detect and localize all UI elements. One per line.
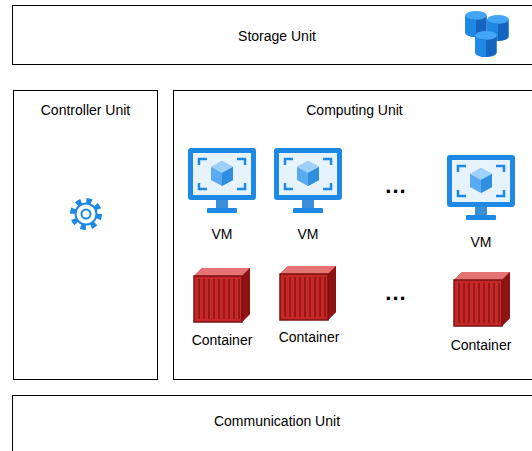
- unit-box: Communication Unit: [12, 395, 532, 451]
- icon-label: VM: [298, 225, 319, 243]
- ellipsis: ...: [385, 177, 406, 195]
- icon-label: VM: [212, 225, 233, 243]
- icon-label: Container: [192, 331, 253, 349]
- unit-title: Communication Unit: [13, 412, 532, 430]
- icon-label: Container: [451, 336, 512, 354]
- ellipsis: ...: [385, 284, 406, 302]
- unit-title: Computing Unit: [174, 101, 532, 119]
- unit-title: Controller Unit: [14, 101, 157, 119]
- unit-box: Controller Unit: [13, 90, 158, 380]
- icon-label: Container: [279, 328, 340, 346]
- icon-label: VM: [471, 233, 492, 251]
- unit-title: Storage Unit: [13, 27, 532, 45]
- unit-box: Storage Unit: [12, 5, 532, 65]
